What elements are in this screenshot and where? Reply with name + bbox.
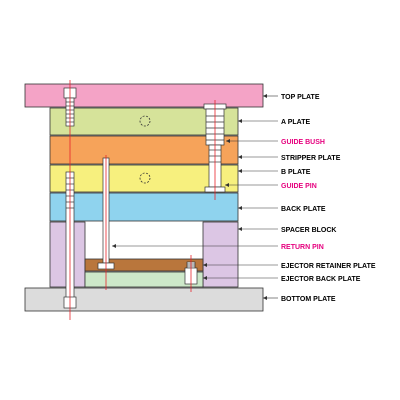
ejector-back-plate (84, 271, 204, 288)
label-back-plate: BACK PLATE (281, 206, 326, 213)
top-plate (24, 83, 264, 108)
bottom-plate (24, 287, 264, 312)
label-ejector-retainer-plate: EJECTOR RETAINER PLATE (281, 263, 376, 270)
back-plate (49, 192, 239, 222)
label-top-plate: TOP PLATE (281, 94, 320, 101)
spacer-block-right (202, 221, 239, 288)
center-lines (69, 80, 216, 320)
label-guide-bush: GUIDE BUSH (281, 139, 325, 146)
label-return-pin: RETURN PIN (281, 244, 324, 251)
a-plate-bolt-circle (139, 115, 151, 127)
label-stripper-plate: STRIPPER PLATE (281, 155, 341, 162)
label-ejector-back-plate: EJECTOR BACK PLATE (281, 276, 361, 283)
label-bottom-plate: BOTTOM PLATE (281, 296, 336, 303)
label-b-plate: B PLATE (281, 169, 311, 176)
leader-arrowheads (112, 94, 267, 300)
leader-lines (112, 95, 278, 299)
b-plate-bolt-circle (139, 172, 151, 184)
label-a-plate: A PLATE (281, 119, 310, 126)
label-guide-pin: GUIDE PIN (281, 183, 317, 190)
label-spacer-block: SPACER BLOCK (281, 227, 336, 234)
